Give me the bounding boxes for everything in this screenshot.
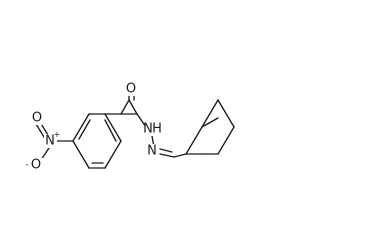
left-nitro-minus-charge: - [26, 160, 29, 169]
central-ring-hexagon [201, 117, 219, 128]
amide-nitrogen: N [143, 122, 153, 137]
left-nitro-oxygen-top: O [32, 111, 42, 126]
left-nitro-group: N + O O - [26, 111, 74, 173]
left-nitro-oxygen-bottom: O [31, 158, 41, 173]
structure-canvas: N + O O - O N H N [26, 82, 235, 173]
left-benzene-ring [72, 113, 122, 169]
central-benzene-ring [185, 99, 235, 155]
hydrazone-linker: O N H N [104, 82, 187, 159]
hydrazone-nitrogen: N [147, 144, 157, 159]
amide-hydrogen: H [152, 122, 162, 137]
carbonyl-oxygen: O [126, 82, 136, 97]
left-nitro-nitrogen: N [45, 134, 55, 149]
molecule-diagram: N + O O - O N H N [26, 82, 235, 173]
left-nitro-plus-charge: + [54, 130, 61, 139]
